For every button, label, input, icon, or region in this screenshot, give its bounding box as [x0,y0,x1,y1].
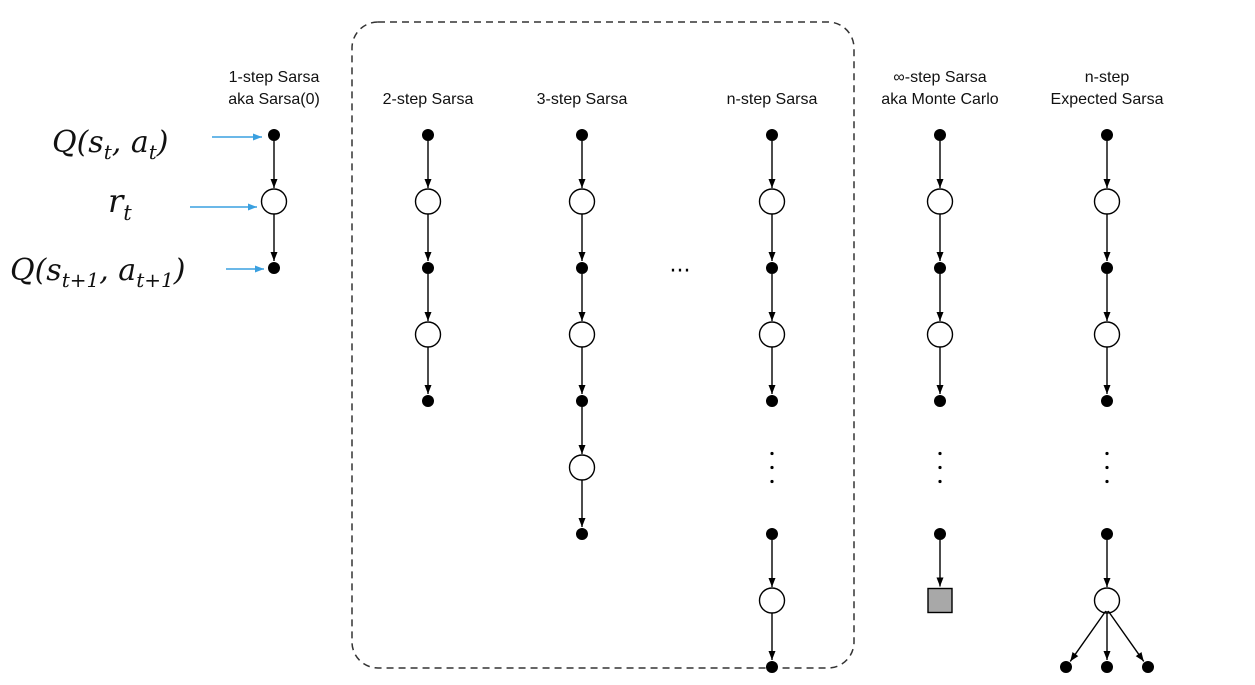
continuation-dot [770,451,774,456]
continuation-dot [938,451,942,456]
action-node [576,528,588,540]
column-title-line: 2-step Sarsa [383,91,474,108]
action-node [576,262,588,274]
action-node [422,395,434,407]
state-node [568,454,596,481]
action-node [766,129,778,141]
state-node [414,321,442,348]
action-node [934,262,946,274]
action-node [268,129,280,141]
state-node [758,321,786,348]
n-step-group-box [351,21,855,669]
backup-columns: 1-step Sarsa aka Sarsa(0) 2-step Sarsa 3-st… [228,69,1164,673]
state-node [758,188,786,215]
action-node [1101,129,1113,141]
state-node [1093,321,1121,348]
action-node [268,262,280,274]
action-node [576,395,588,407]
q-next-label: Q(st+1, at+1) [10,253,185,292]
action-node [766,262,778,274]
action-node [934,528,946,540]
column-title-line: n-step [1085,69,1130,86]
column-ellipsis: ··· [670,259,691,284]
column-sarsa-n: n-step Sarsa [727,91,818,673]
terminal-state-node [927,587,953,614]
continuation-dot [770,465,774,470]
state-node [1093,188,1121,215]
column-title-line: n-step Sarsa [727,91,818,108]
reward-label: rt [108,182,132,225]
action-node [766,528,778,540]
state-node [568,188,596,215]
expected-action-node [1142,661,1154,673]
column-sarsa-1: 1-step Sarsa aka Sarsa(0) [228,69,320,274]
action-node [422,129,434,141]
expected-action-node [1060,661,1072,673]
continuation-dot [1105,465,1109,470]
state-node [568,321,596,348]
column-sarsa-inf: ∞-step Sarsa aka Monte Carlo [881,69,999,614]
column-title-line: aka Sarsa(0) [228,91,320,108]
state-node [926,321,954,348]
q-current-label: Q(st, at) [52,125,168,164]
continuation-dot [1105,451,1109,456]
state-node [414,188,442,215]
state-node [1093,587,1121,614]
column-title-line: 3-step Sarsa [537,91,628,108]
continuation-dot [938,479,942,484]
action-node [1101,395,1113,407]
column-sarsa-2: 2-step Sarsa [383,91,474,407]
action-node [1101,528,1113,540]
continuation-dot [1105,479,1109,484]
column-title-line: 1-step Sarsa [229,69,320,86]
column-title-line: ∞-step Sarsa [893,69,986,86]
column-title-line: Expected Sarsa [1051,91,1164,108]
action-node [1101,262,1113,274]
state-node [926,188,954,215]
state-node [260,188,288,215]
expected-branch-edge [1069,610,1107,662]
action-node [766,395,778,407]
expected-action-node [1101,661,1113,673]
state-node [758,587,786,614]
continuation-dot [938,465,942,470]
column-sarsa-3: 3-step Sarsa [537,91,628,540]
action-node [934,129,946,141]
expected-branch-edge [1107,610,1145,662]
column-title-line: aka Monte Carlo [881,91,998,108]
action-node [422,262,434,274]
continuation-dot [770,479,774,484]
action-node [766,661,778,673]
action-node [934,395,946,407]
action-node [576,129,588,141]
